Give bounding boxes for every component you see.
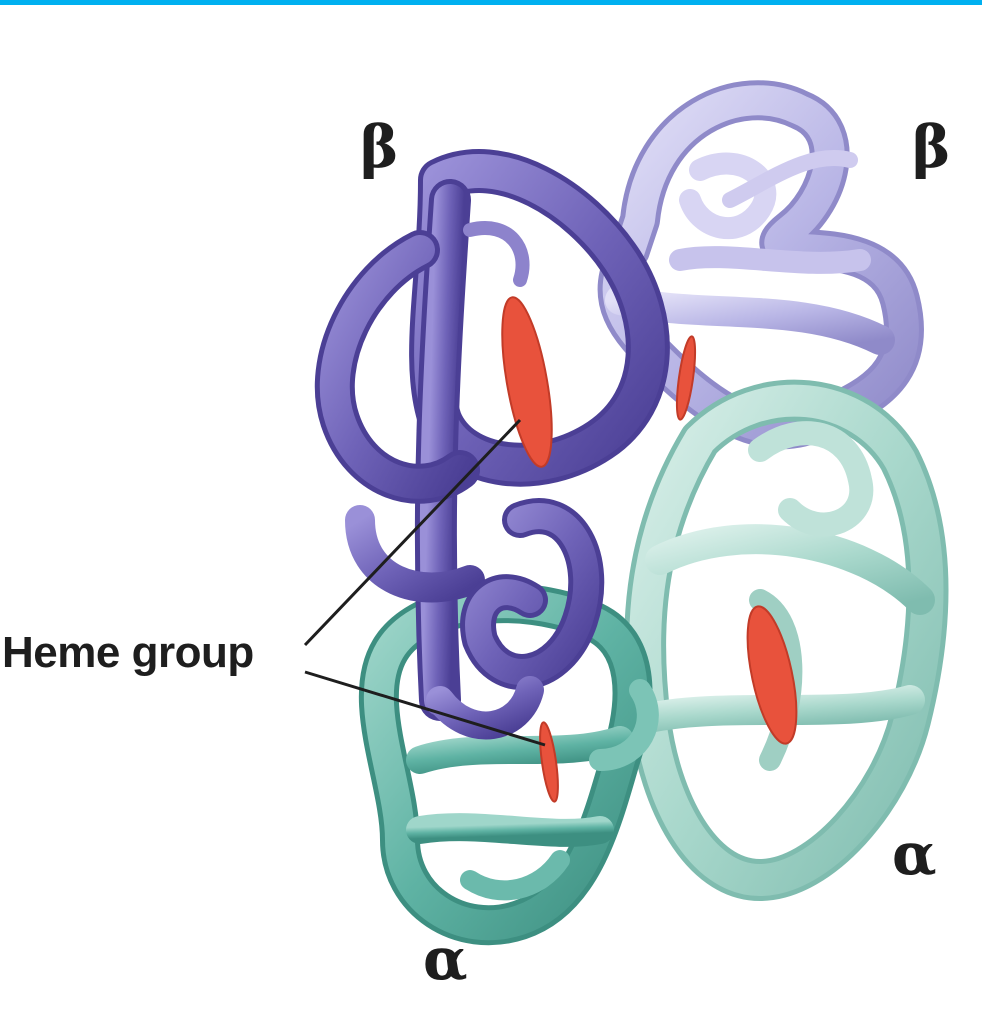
- beta-chain-label-right: β: [912, 118, 951, 176]
- beta-chain-label-left: β: [360, 118, 399, 176]
- alpha-chain-label-bottom: α: [423, 930, 468, 988]
- alpha-chain-label-right: α: [892, 825, 937, 883]
- heme-group-label: Heme group: [2, 628, 254, 678]
